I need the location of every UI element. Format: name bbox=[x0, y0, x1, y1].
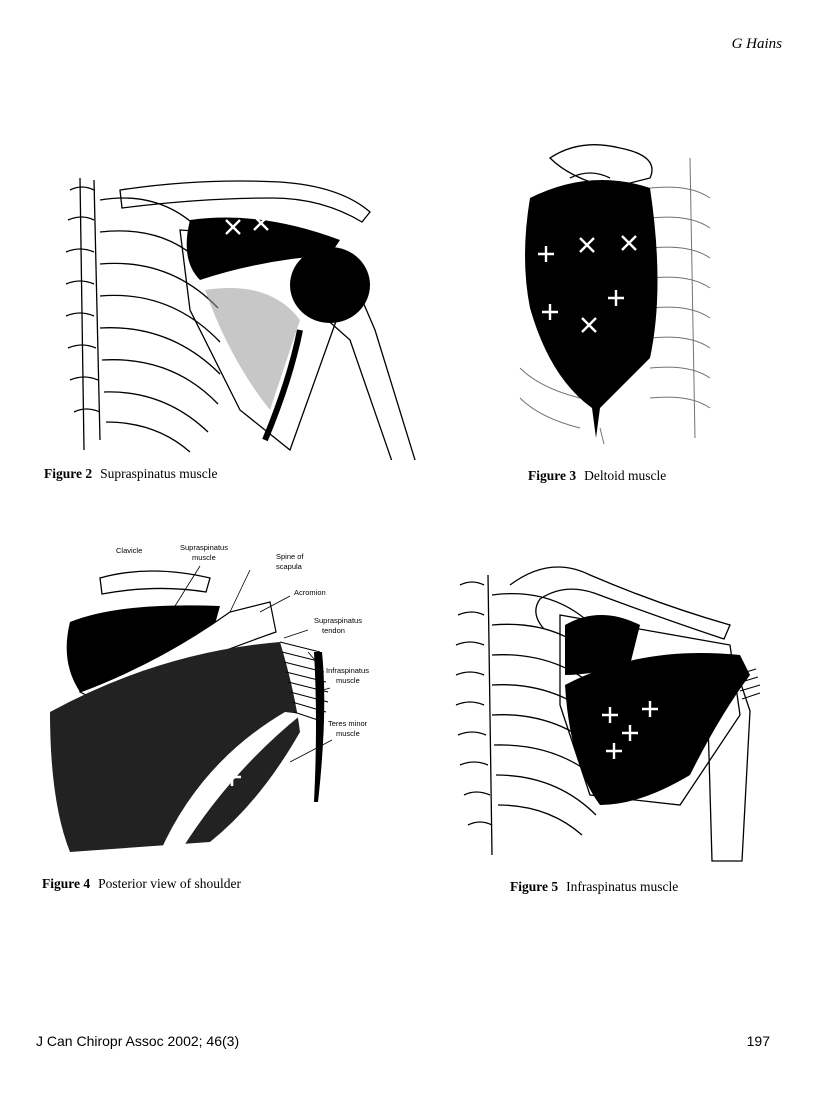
label-teres-minor-muscle-1: Teres minor bbox=[328, 719, 368, 728]
figure-4-illustration: Clavicle Supraspinatus muscle Spine of s… bbox=[50, 543, 369, 852]
figure-3-illustration bbox=[519, 144, 711, 445]
figure-5-caption: Figure 5 Infraspinatus muscle bbox=[510, 879, 678, 895]
figure-3-number: Figure 3 bbox=[528, 468, 577, 483]
figure-4-caption: Figure 4 Posterior view of shoulder bbox=[42, 876, 241, 892]
running-head-author: G Hains bbox=[731, 36, 782, 52]
figure-4-number: Figure 4 bbox=[42, 876, 91, 891]
footer-journal-citation: J Can Chiropr Assoc 2002; 46(3) bbox=[36, 1033, 240, 1049]
figure-5-caption-text: Infraspinatus muscle bbox=[566, 879, 679, 894]
label-teres-minor-muscle-2: muscle bbox=[336, 729, 360, 738]
label-infraspinatus-muscle-1: Infraspinatus bbox=[326, 666, 369, 675]
figure-2-illustration bbox=[65, 177, 416, 460]
label-supraspinatus-muscle-2: muscle bbox=[192, 553, 216, 562]
figure-2-caption-text: Supraspinatus muscle bbox=[100, 466, 218, 481]
label-supraspinatus-tendon-1: Supraspinatus bbox=[314, 616, 362, 625]
label-supraspinatus-muscle-1: Supraspinatus bbox=[180, 543, 228, 552]
label-spine-of-scapula-2: scapula bbox=[276, 562, 303, 571]
figure-2-number: Figure 2 bbox=[44, 466, 93, 481]
footer-page-number: 197 bbox=[746, 1033, 770, 1049]
figure-4-caption-text: Posterior view of shoulder bbox=[98, 876, 241, 891]
label-infraspinatus-muscle-2: muscle bbox=[336, 676, 360, 685]
figure-5-number: Figure 5 bbox=[510, 879, 559, 894]
figure-3-caption-text: Deltoid muscle bbox=[584, 468, 667, 483]
label-spine-of-scapula-1: Spine of bbox=[276, 552, 304, 561]
figure-2-caption: Figure 2 Supraspinatus muscle bbox=[44, 466, 218, 482]
label-acromion: Acromion bbox=[294, 588, 326, 597]
figure-5-illustration bbox=[455, 566, 761, 862]
figure-3-caption: Figure 3 Deltoid muscle bbox=[528, 468, 666, 484]
label-supraspinatus-tendon-2: tendon bbox=[322, 626, 345, 635]
label-clavicle: Clavicle bbox=[116, 546, 142, 555]
